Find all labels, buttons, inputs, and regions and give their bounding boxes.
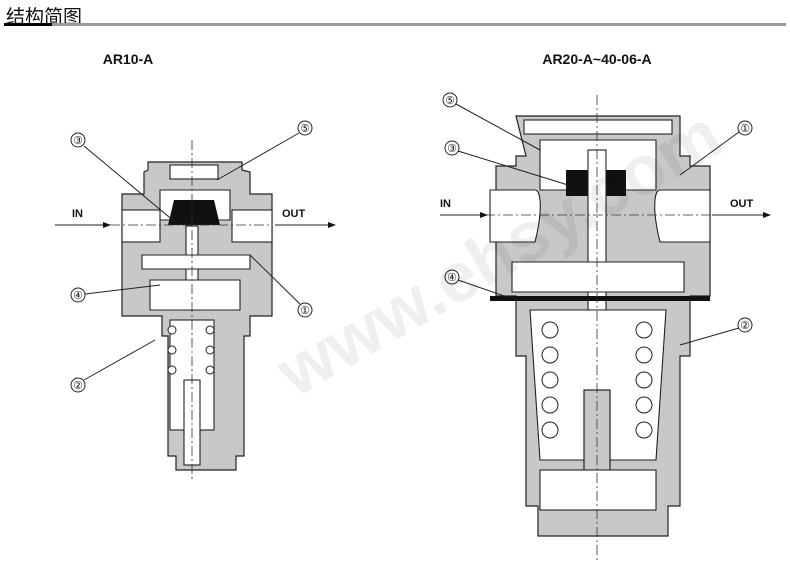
svg-text:②: ② xyxy=(740,320,750,332)
svg-text:①: ① xyxy=(300,305,310,317)
callouts: ③ ⑤ ④ ① ② xyxy=(70,120,313,393)
svg-text:⑤: ⑤ xyxy=(300,123,310,135)
in-label: IN xyxy=(440,198,451,210)
diagram-title: AR10-A xyxy=(103,51,154,67)
in-label: IN xyxy=(72,208,83,220)
svg-text:③: ③ xyxy=(73,135,83,147)
svg-text:⑤: ⑤ xyxy=(445,95,455,107)
svg-text:④: ④ xyxy=(73,290,83,302)
diagram-ar10: AR10-A IN OUT ③ ⑤ ④ ① ② xyxy=(55,51,336,480)
callouts: ⑤ ③ ① ④ ② xyxy=(442,92,753,346)
svg-text:④: ④ xyxy=(447,272,457,284)
title-underline xyxy=(4,23,786,26)
svg-text:③: ③ xyxy=(447,143,457,155)
out-label: OUT xyxy=(282,208,306,220)
svg-text:①: ① xyxy=(740,123,750,135)
diagram-ar20-40: AR20-A~40-06-A IN OUT ⑤ ③ ① ④ ② xyxy=(440,51,771,560)
out-label: OUT xyxy=(730,198,754,210)
section-title: 结构简图 xyxy=(6,6,83,28)
svg-text:②: ② xyxy=(73,380,83,392)
diagram-title: AR20-A~40-06-A xyxy=(542,51,651,67)
